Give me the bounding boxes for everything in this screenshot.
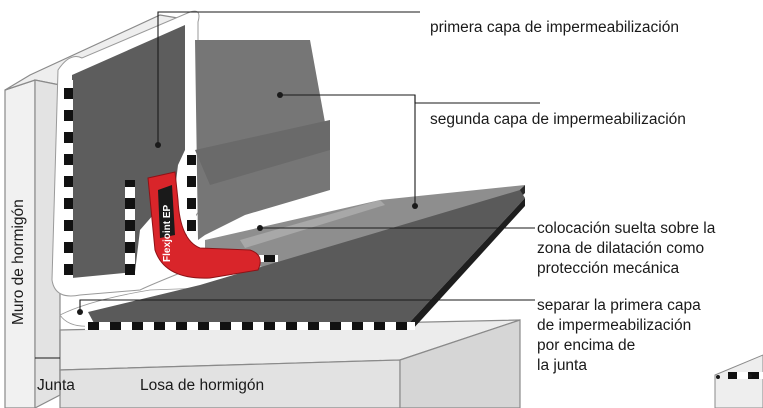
- leader-lines: [35, 11, 540, 359]
- flexjoint-ep-profile: [147, 171, 261, 279]
- corner-detail: [714, 354, 763, 408]
- first-layer-wall: [72, 25, 185, 278]
- first-layer-wall-edge: [64, 80, 73, 280]
- label-slab: Losa de hormigón: [140, 377, 265, 394]
- label-first-layer: primera capa de impermeabilización: [430, 19, 679, 36]
- flexjoint-label: Flexjoint EP: [162, 204, 173, 262]
- label-wall: Muro de hormigón: [10, 199, 27, 325]
- first-layer-floor: [88, 190, 525, 325]
- leader-dots: [77, 92, 418, 315]
- label-separate-line-1: separar la primera capa: [537, 297, 701, 314]
- label-loose-laying: colocación suelta sobre la zona de dilat…: [537, 219, 715, 279]
- label-second-layer: segunda capa de impermeabilización: [430, 111, 686, 128]
- label-separate-line-2: de impermeabilización: [537, 317, 692, 334]
- label-separate: separar la primera capa de impermeabiliz…: [537, 296, 701, 376]
- label-joint: Junta: [37, 377, 75, 394]
- label-separate-line-4: la junta: [537, 357, 587, 374]
- label-loose-laying-line-1: colocación suelta sobre la: [537, 220, 716, 237]
- label-loose-laying-line-2: zona de dilatación como: [537, 240, 705, 257]
- label-separate-line-3: por encima de: [537, 337, 636, 354]
- concrete-slab: [59, 319, 521, 408]
- label-loose-laying-line-3: protección mecánica: [537, 260, 680, 277]
